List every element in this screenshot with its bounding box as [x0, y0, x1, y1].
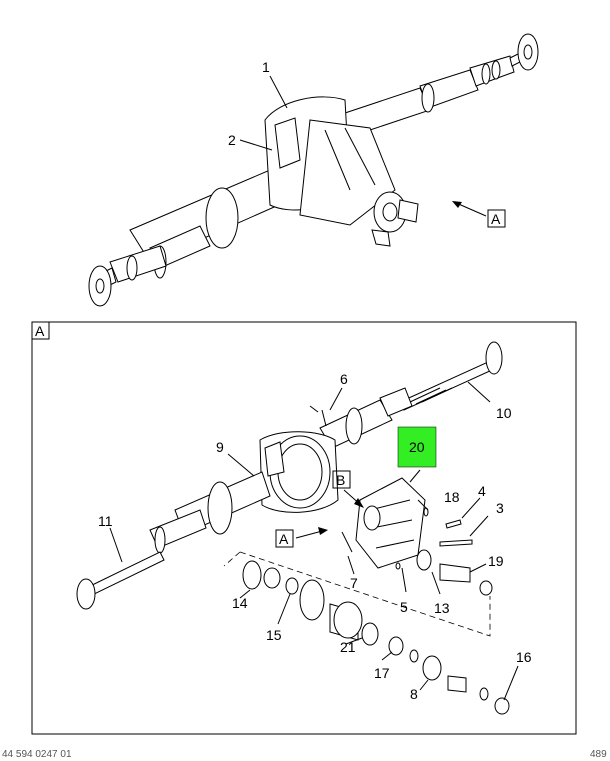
right-hub-flange: [517, 33, 539, 71]
detail-panel-frame: [31, 321, 577, 735]
differential-carrier-top: [299, 119, 396, 226]
callout-8: 8: [410, 686, 418, 702]
callout-11: 11: [98, 513, 113, 529]
detail-ref-b: B: [336, 472, 345, 488]
callout-4: 4: [478, 483, 486, 499]
bearing-8: [422, 655, 442, 681]
detail-ref-a: A: [279, 531, 289, 547]
callout-10: 10: [496, 405, 512, 421]
callout-17: 17: [374, 665, 390, 681]
callout-15: 15: [266, 627, 282, 643]
callout-18: 18: [444, 489, 460, 505]
page-number: 489: [590, 749, 607, 760]
detail-panel-label: A: [35, 323, 45, 339]
left-hub-flange: [88, 265, 112, 307]
callout-3: 3: [496, 500, 504, 516]
top-axle-assembly: 1 2 A: [88, 33, 539, 307]
nut-16: [494, 697, 510, 715]
callout-9: 9: [216, 439, 224, 455]
highlight-box-20: [397, 426, 437, 468]
callout-5: 5: [400, 599, 408, 615]
callout-16: 16: [516, 649, 532, 665]
callout-1: 1: [262, 59, 270, 75]
callout-7: 7: [350, 575, 358, 591]
left-spring-seat: [205, 187, 239, 249]
view-reference-a: A: [491, 211, 501, 227]
callout-2: 2: [228, 132, 236, 148]
callout-20: 20: [409, 439, 425, 455]
bearing-14: [242, 560, 262, 590]
drawing-number: 44 594 0247 01: [2, 749, 72, 760]
detail-panel: A: [31, 321, 577, 735]
callout-13: 13: [434, 600, 450, 616]
right-axle-shaft: [399, 361, 493, 411]
callout-14: 14: [232, 595, 248, 611]
callout-6: 6: [340, 371, 348, 387]
callout-19: 19: [488, 553, 504, 569]
callout-21: 21: [340, 639, 356, 655]
